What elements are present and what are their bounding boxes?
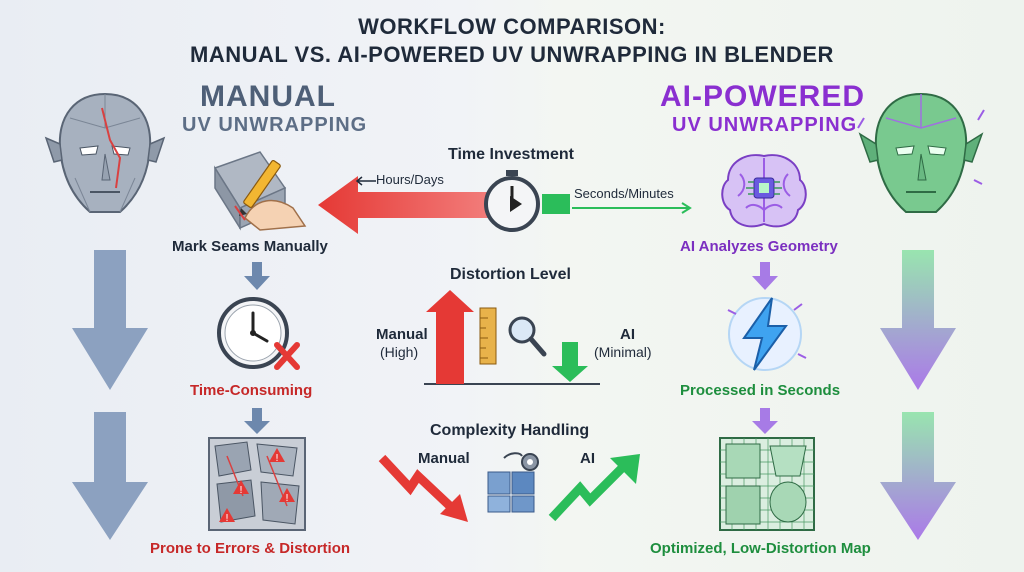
- ai-small-down-arrow-1: [752, 262, 778, 290]
- manual-step-2-label: Time-Consuming: [190, 382, 313, 399]
- ai-heading: AI-POWERED: [660, 80, 865, 113]
- brain-chip-icon: [721, 154, 807, 228]
- complexity-red-down-arrow: [378, 454, 468, 522]
- distortion-manual-sub: (High): [380, 344, 419, 360]
- ai-big-down-arrow-2: [880, 412, 956, 540]
- complexity-ai-label: AI: [580, 450, 595, 467]
- ai-step-2-label: Processed in Seconds: [680, 382, 841, 399]
- time-green-bar: [542, 194, 570, 214]
- ai-subheading: UV UNWRAPPING: [672, 114, 858, 136]
- complexity-manual-label: Manual: [418, 450, 470, 467]
- manual-step-3-label: Prone to Errors & Distortion: [150, 540, 351, 557]
- manual-big-down-arrow-2: [72, 412, 148, 540]
- complexity-title: Complexity Handling: [430, 422, 590, 439]
- manual-heading: MANUAL: [200, 80, 336, 113]
- svg-text:!: !: [239, 485, 243, 496]
- distortion-title: Distortion Level: [450, 266, 571, 283]
- svg-text:!: !: [275, 453, 279, 464]
- time-red-arrow: [318, 176, 488, 234]
- mannequin-head-icon: [44, 92, 166, 213]
- ai-small-down-arrow-2: [752, 408, 778, 434]
- time-investment-title: Time Investment: [448, 146, 574, 163]
- clean-uv-map-icon: [719, 437, 815, 531]
- lightning-icon: [727, 297, 807, 371]
- time-green-thin-arrow: [572, 202, 692, 214]
- manual-subheading: UV UNWRAPPING: [182, 114, 368, 136]
- svg-text:!: !: [285, 493, 289, 504]
- broken-uv-map-icon: ! ! ! !: [208, 437, 306, 531]
- ai-step-3-label: Optimized, Low-Distortion Map: [650, 540, 871, 557]
- distortion-ai-sub: (Minimal): [594, 344, 652, 360]
- manual-big-down-arrow-1: [72, 250, 148, 390]
- distortion-ai-label: AI: [620, 326, 635, 343]
- stopwatch-icon: [484, 170, 540, 232]
- manual-small-down-arrow-2: [244, 408, 270, 434]
- ai-step-1-label: AI Analyzes Geometry: [680, 238, 838, 255]
- distortion-manual-label: Manual: [376, 326, 428, 343]
- clock-x-icon: [217, 297, 300, 370]
- manual-small-down-arrow-1: [244, 262, 270, 290]
- puzzle-gear-icon: [487, 452, 539, 513]
- ai-big-down-arrow-1: [880, 250, 956, 390]
- time-manual-label: Hours/Days: [376, 172, 444, 187]
- alien-head-icon: [857, 92, 985, 213]
- distortion-chart: [424, 290, 600, 385]
- complexity-green-up-arrow: [548, 454, 640, 522]
- page-subtitle: MANUAL VS. AI-POWERED UV UNWRAPPING IN B…: [190, 42, 834, 67]
- svg-text:!: !: [225, 513, 229, 524]
- time-ai-label: Seconds/Minutes: [574, 186, 674, 201]
- time-left-thin-arrow: [355, 176, 376, 186]
- pencil-hand-icon: [213, 151, 307, 231]
- page-title: WORKFLOW COMPARISON:: [358, 14, 666, 39]
- manual-step-1-label: Mark Seams Manually: [172, 238, 328, 255]
